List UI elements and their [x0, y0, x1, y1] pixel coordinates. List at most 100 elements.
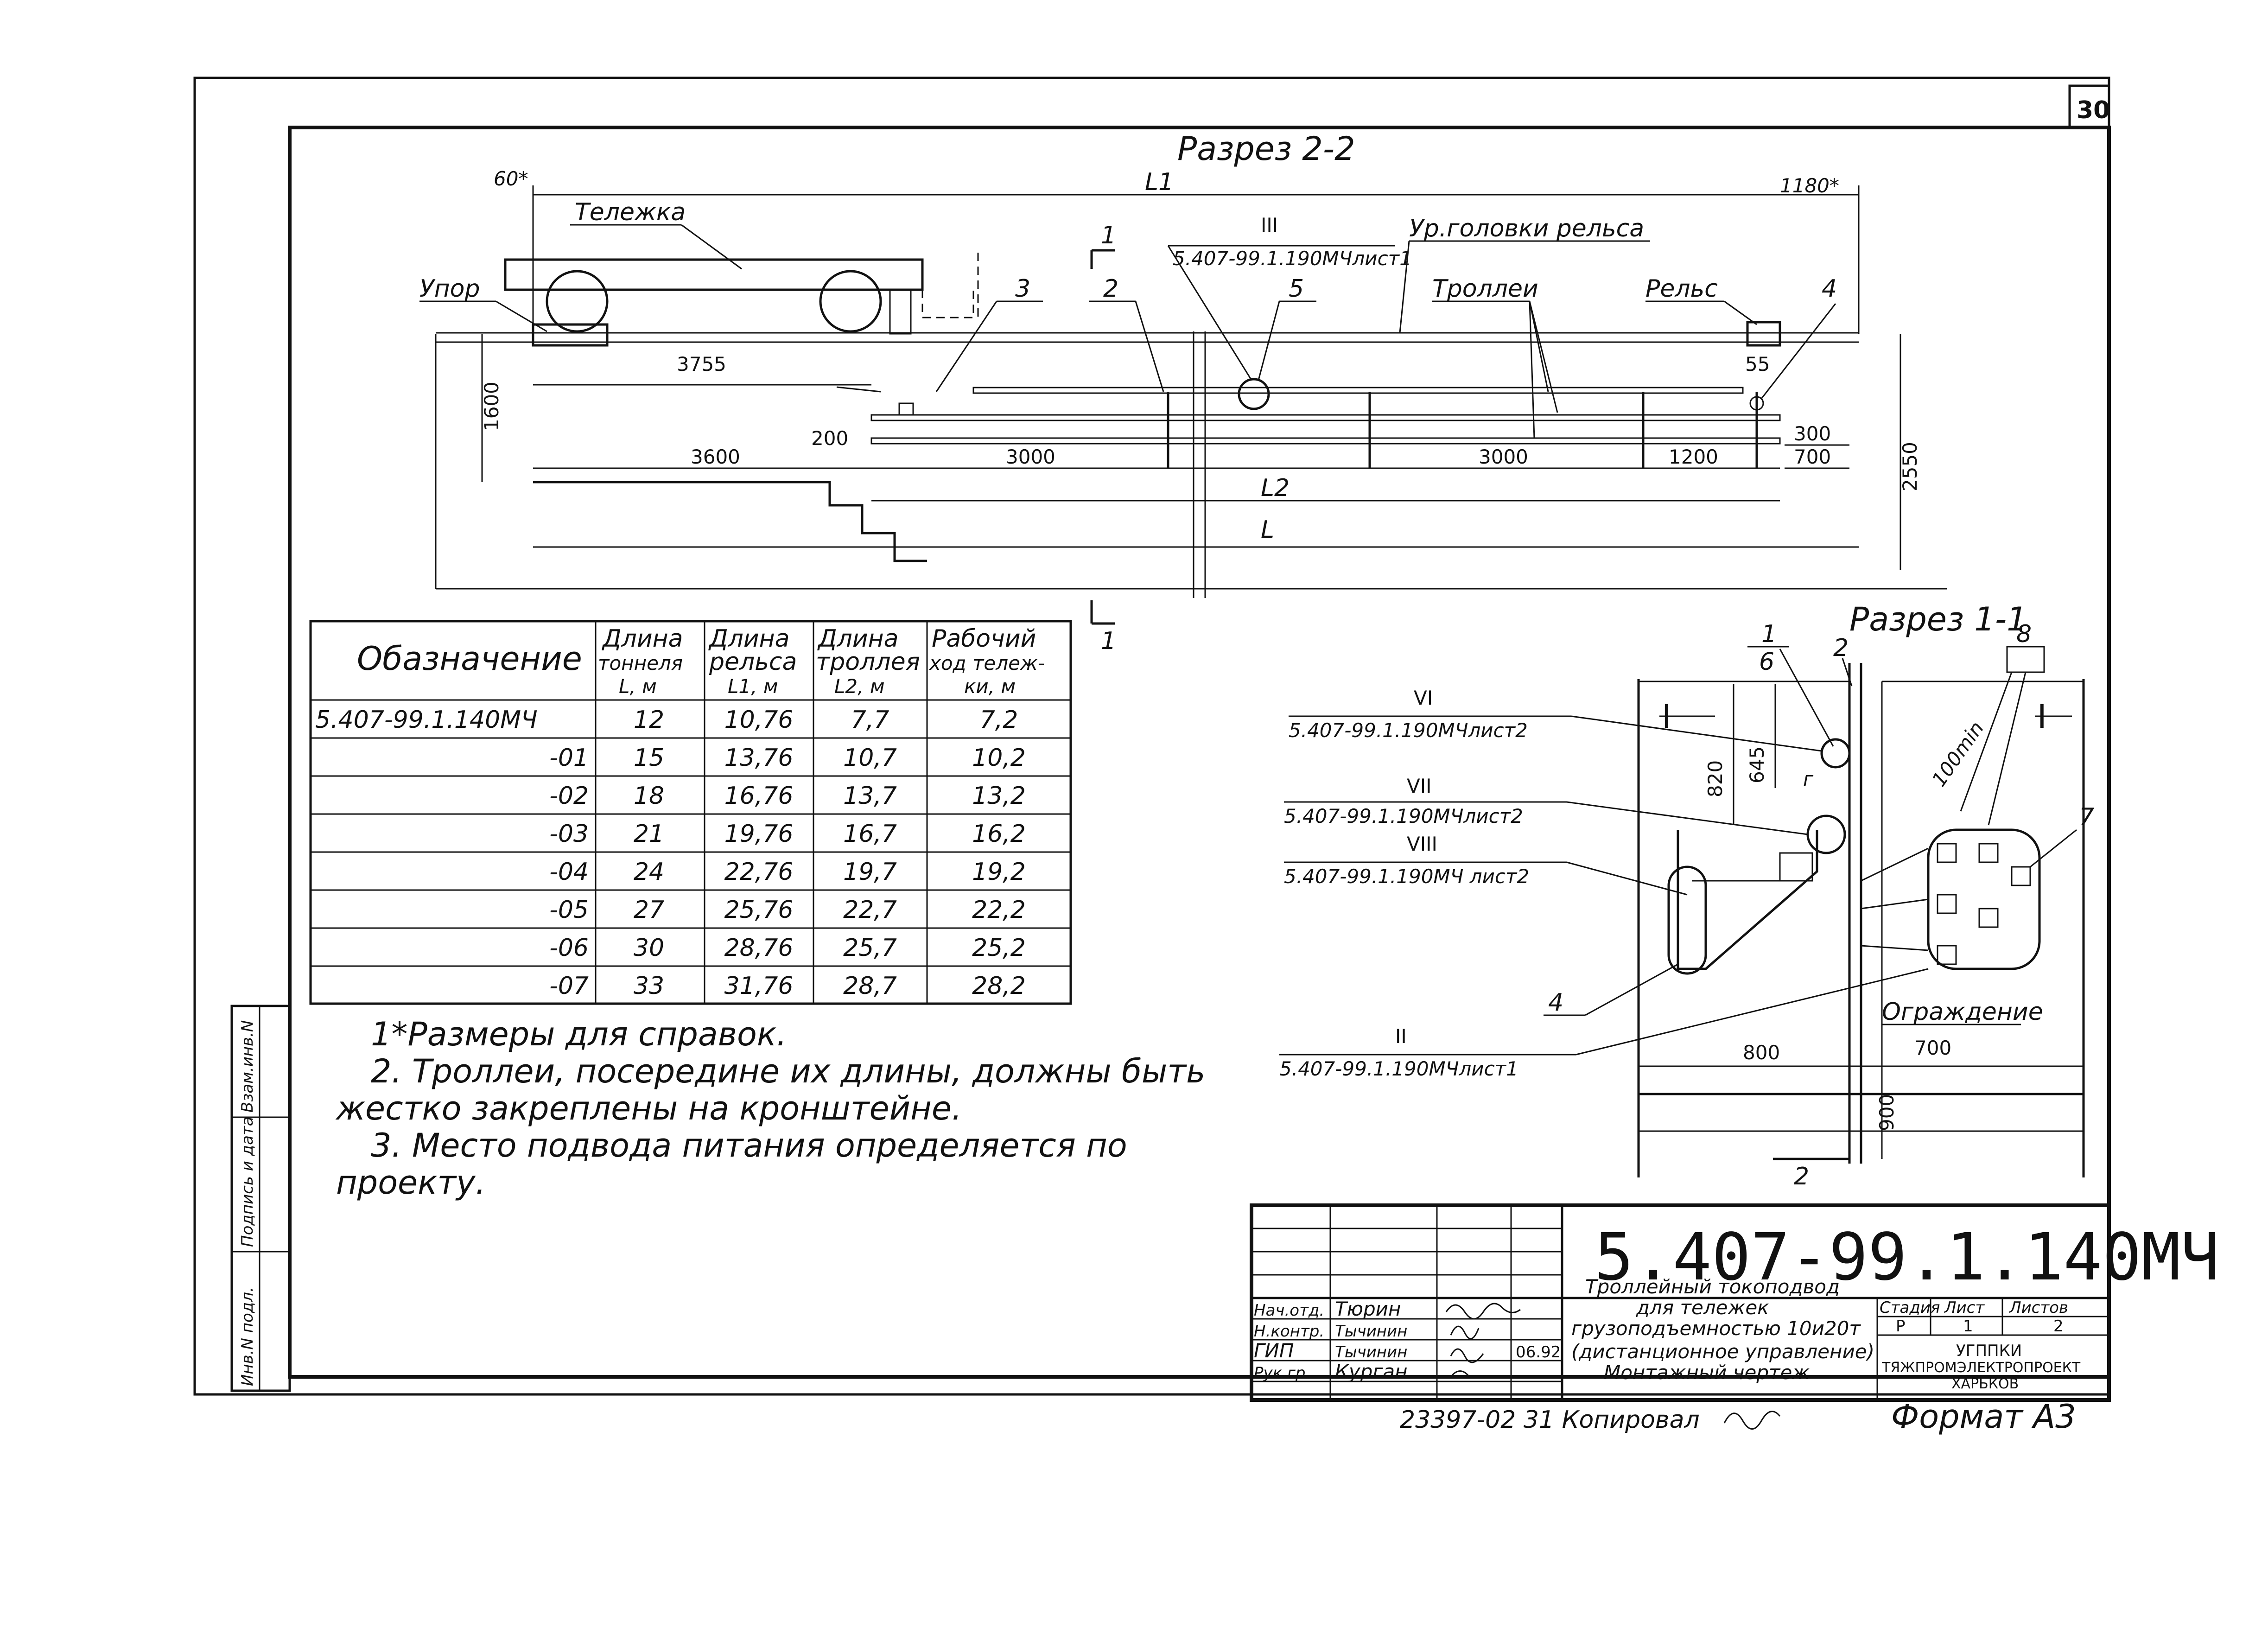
- section-2-2: Разрез 2-2 L1 60* 1180* Тележка Упор Ур.…: [419, 130, 1947, 655]
- title-line-3: грузоподъемностью 10и20т: [1571, 1317, 1861, 1340]
- table-cell-value: 28,76: [724, 934, 794, 962]
- inner-frame: [288, 126, 2111, 1379]
- dim-1200: 1200: [1669, 445, 1718, 468]
- label-g: г: [1803, 768, 1814, 790]
- table-cell-value: 10,2: [972, 744, 1026, 772]
- stage-label: Стадия: [1880, 1298, 1940, 1317]
- table-cell-designation: -03: [549, 820, 589, 848]
- label-l1: L1: [1145, 168, 1174, 196]
- dim-3000-b: 3000: [1479, 445, 1528, 468]
- notes: 1*Размеры для справок. 2. Троллеи, посер…: [335, 1015, 1205, 1202]
- sheet-label: Лист: [1944, 1298, 1985, 1317]
- dim-800: 800: [1743, 1041, 1780, 1064]
- table-header-4-l2: ход тележ-: [928, 652, 1045, 674]
- table-header-3-l2: троллея: [816, 648, 920, 676]
- table-cell-value: 25,76: [724, 896, 794, 924]
- trolley-wire-2: [870, 414, 1781, 421]
- section-1-1-title: Разрез 1-1: [1849, 600, 2027, 638]
- trolley-wire-1: [972, 387, 1744, 394]
- callout-4-s11: 4: [1548, 989, 1563, 1017]
- dim-l: L: [1261, 516, 1274, 544]
- dim-1180: 1180*: [1780, 174, 1839, 197]
- side-stamp-sign: Подпись и дата: [238, 1116, 257, 1247]
- detail-g-circle: [1820, 738, 1851, 769]
- table-cell-value: 12: [634, 706, 664, 734]
- table-cell-value: 25,2: [972, 934, 1026, 962]
- table-cell-value: 7,7: [851, 706, 889, 734]
- section-mark-1-bottom: 1: [1101, 627, 1116, 655]
- side-stamp-replace: Взам.инв.N: [238, 1020, 257, 1113]
- sheets-value: 2: [2053, 1317, 2064, 1336]
- ref-VII-num: VII: [1407, 775, 1432, 797]
- detail-VII-circle: [1806, 814, 1846, 854]
- ref-VIII-doc: 5.407-99.1.190МЧ лист2: [1284, 865, 1529, 888]
- date-stamp: 06.92: [1516, 1343, 1561, 1362]
- table-header-0: Обазначение: [357, 640, 582, 678]
- table-cell-value: 10,7: [843, 744, 897, 772]
- dim-3600: 3600: [691, 445, 740, 468]
- table-cell-value: 18: [634, 782, 664, 810]
- ref-VII-doc: 5.407-99.1.190МЧлист2: [1284, 805, 1523, 827]
- dim-100min: 100min: [1927, 717, 1988, 791]
- label-rail-head: Ур.головки рельса: [1409, 215, 1644, 242]
- bracket-left: [1677, 830, 1818, 970]
- dim-700-s11: 700: [1914, 1037, 1951, 1059]
- name-4: Курган: [1335, 1360, 1408, 1383]
- trolley-wheel-right: [819, 270, 882, 333]
- section-mark-1-top: 1: [1101, 222, 1116, 249]
- table-cell-value: 28,2: [972, 972, 1026, 1000]
- detail-VIII-oval: [1667, 865, 1707, 975]
- table-cell-value: 13,76: [724, 744, 794, 772]
- table-cell-designation: -06: [549, 934, 589, 962]
- trolley-wire-3: [870, 437, 1781, 445]
- dim-60: 60*: [494, 167, 528, 190]
- stage-value: Р: [1896, 1317, 1906, 1336]
- note-3-cont: проекту.: [336, 1164, 486, 1202]
- table-cell-value: 22,7: [843, 896, 897, 924]
- format-label: Формат А3: [1891, 1398, 2076, 1436]
- label-fence: Ограждение: [1882, 998, 2043, 1026]
- side-stamp-inv: Инв.N подл.: [238, 1287, 257, 1386]
- ref-VI-doc: 5.407-99.1.190МЧлист2: [1289, 719, 1528, 742]
- table-cell-designation: -04: [549, 858, 589, 886]
- table-cell-value: 19,76: [724, 820, 794, 848]
- table-cell-value: 31,76: [724, 972, 794, 1000]
- label-trolleys: Троллеи: [1432, 275, 1538, 303]
- table-cell-value: 16,7: [843, 820, 897, 848]
- callout-1-den: 6: [1759, 648, 1774, 676]
- table-cell-value: 27: [634, 896, 664, 924]
- ref-II-doc: 5.407-99.1.190МЧлист1: [1279, 1057, 1518, 1080]
- signature-3: [1450, 1348, 1484, 1363]
- table-header-2-l3: L1, м: [728, 675, 778, 698]
- dim-900: 900: [1875, 1094, 1898, 1131]
- table-cell-value: 13,7: [843, 782, 897, 810]
- callout-1-num: 1: [1761, 620, 1777, 648]
- dim-700: 700: [1794, 445, 1831, 468]
- callout-4: 4: [1822, 275, 1837, 303]
- section-2-2-title: Разрез 2-2: [1177, 130, 1355, 168]
- section-mark-2: 2: [1794, 1163, 1809, 1190]
- table-cell-designation: -02: [549, 782, 589, 810]
- table-cell-designation: -07: [549, 972, 589, 1000]
- dim-820: 820: [1704, 760, 1727, 797]
- table-cell-value: 15: [634, 744, 664, 772]
- signature-1: [1445, 1303, 1521, 1320]
- label-trolley: Тележка: [575, 198, 686, 226]
- table-cell-value: 24: [634, 858, 664, 886]
- table-cell-value: 19,2: [972, 858, 1026, 886]
- table-cell-value: 33: [634, 972, 664, 1000]
- table-cell-value: 10,76: [724, 706, 794, 734]
- title-block: 5.407-99.1.140МЧ Нач.отд. Тюрин Н.контр.…: [1250, 1203, 2220, 1402]
- callout-5: 5: [1289, 275, 1304, 303]
- rail-end-block: [1746, 321, 1781, 347]
- table-cell-value: 28,7: [843, 972, 897, 1000]
- dim-55: 55: [1745, 353, 1770, 375]
- table-header-3-l1: Длина: [817, 625, 899, 653]
- table-cell-value: 22,2: [972, 896, 1026, 924]
- ref-III-doc: 5.407-99.1.190МЧлист1: [1173, 247, 1412, 270]
- org-line-1: УГППКИ: [1956, 1342, 2022, 1360]
- role-2: Н.контр.: [1254, 1322, 1324, 1341]
- table-cell-value: 19,7: [843, 858, 897, 886]
- callout-2: 2: [1103, 275, 1118, 303]
